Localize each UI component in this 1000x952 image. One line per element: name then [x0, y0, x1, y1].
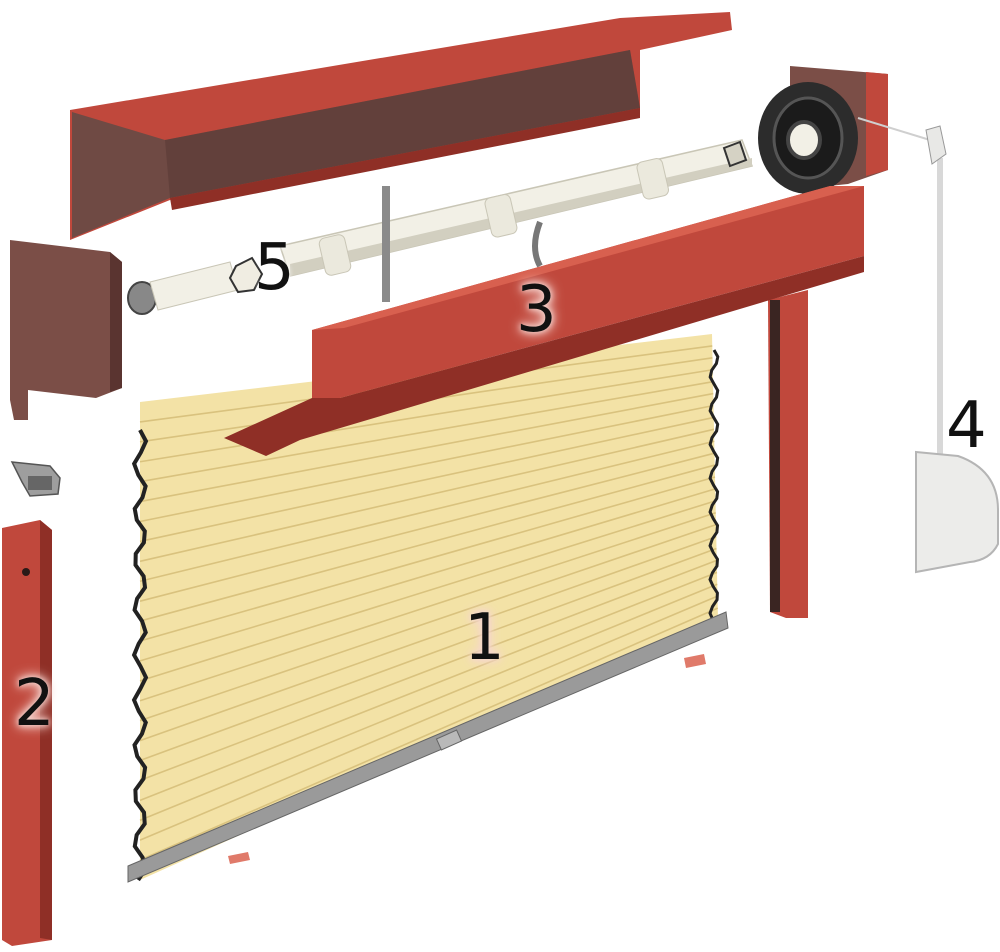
left-guide-rail-hole: [22, 568, 30, 576]
curtain-slat-line: [139, 476, 716, 642]
label-guide-rail: 2: [14, 667, 55, 741]
label-box-front-cover: 3: [516, 273, 557, 347]
axle-ring-3: [636, 158, 669, 200]
curtain-stopper-right: [684, 654, 706, 668]
curtain-slat-line: [139, 583, 718, 821]
curtain-slat-line: [139, 559, 718, 782]
right-guide-rail-channel: [770, 300, 780, 612]
curtain: [127, 334, 729, 883]
box-front-cover-top: [312, 186, 864, 330]
end-clip-icon: [10, 461, 61, 497]
axle-strap-hook: [532, 220, 543, 268]
left-guide-rail-body: [2, 520, 52, 946]
left-guide-rail: [2, 520, 52, 946]
left-side-plate-body: [10, 240, 122, 420]
label-strap-winder: 4: [946, 389, 987, 463]
curtain-bottom-bar: [127, 611, 729, 883]
axle-endcap-nut: [228, 256, 264, 294]
axle-endcap-parts: [127, 256, 264, 315]
curtain-slat-line: [139, 607, 719, 861]
axle-hanger-bracket: [382, 186, 390, 302]
strap-winder-housing: [915, 450, 999, 574]
axle-ring-2: [484, 194, 518, 238]
curtain-slat-line: [139, 452, 715, 602]
axle-pipe-shadow: [290, 158, 752, 276]
curtain-slat-line: [139, 416, 714, 543]
pulley-hub: [786, 120, 822, 160]
curtain-slat-line: [139, 464, 715, 622]
curtain-slat-line: [139, 547, 717, 762]
curtain-lock: [435, 729, 463, 751]
curtain-stopper-left: [228, 852, 250, 864]
left-guide-rail-edge: [40, 520, 52, 940]
pulley-strap-top: [857, 117, 931, 141]
label-axle-endcap: 5: [254, 231, 295, 305]
left-side-plate-edge: [110, 252, 122, 392]
axle-hex-nut: [722, 140, 748, 168]
box-top-cover-lip: [170, 108, 640, 210]
curtain-slat-line: [139, 368, 713, 463]
strap-winder-guide: [925, 125, 947, 165]
axle-assembly: [279, 139, 754, 302]
curtain-slat-line: [139, 404, 714, 523]
curtain-slat-lines: [139, 345, 719, 861]
curtain-slat-line: [139, 488, 716, 662]
curtain-slat-line: [139, 523, 717, 722]
box-front-cover-body: [312, 186, 864, 398]
curtain-slat-line: [139, 535, 717, 742]
right-guide-rail: [768, 290, 808, 618]
axle-ring-1: [318, 234, 352, 276]
curtain-slat-line: [139, 511, 716, 702]
box-top-cover: [70, 12, 732, 240]
pulley-icon: [758, 82, 858, 194]
curtain-slat-line: [139, 380, 714, 483]
curtain-left-edge: [131, 429, 149, 882]
curtain-slat-line: [139, 440, 715, 583]
curtain-slat-line: [139, 595, 718, 841]
curtain-slat-line: [139, 392, 714, 503]
end-clip-slot: [28, 476, 52, 490]
strap-winder-icon: [915, 125, 999, 574]
box-front-cover-lip: [224, 256, 864, 456]
curtain-right-edge: [708, 349, 720, 621]
curtain-slat-line: [139, 428, 715, 563]
box-top-cover-shadow: [165, 50, 640, 198]
axle-endcap-pipe: [149, 261, 239, 311]
curtain-slat-line: [139, 571, 718, 802]
box-front-cover: [224, 186, 864, 456]
curtain-slat-line: [139, 500, 716, 682]
label-curtain: 1: [464, 601, 505, 675]
left-side-plate: [10, 240, 122, 420]
